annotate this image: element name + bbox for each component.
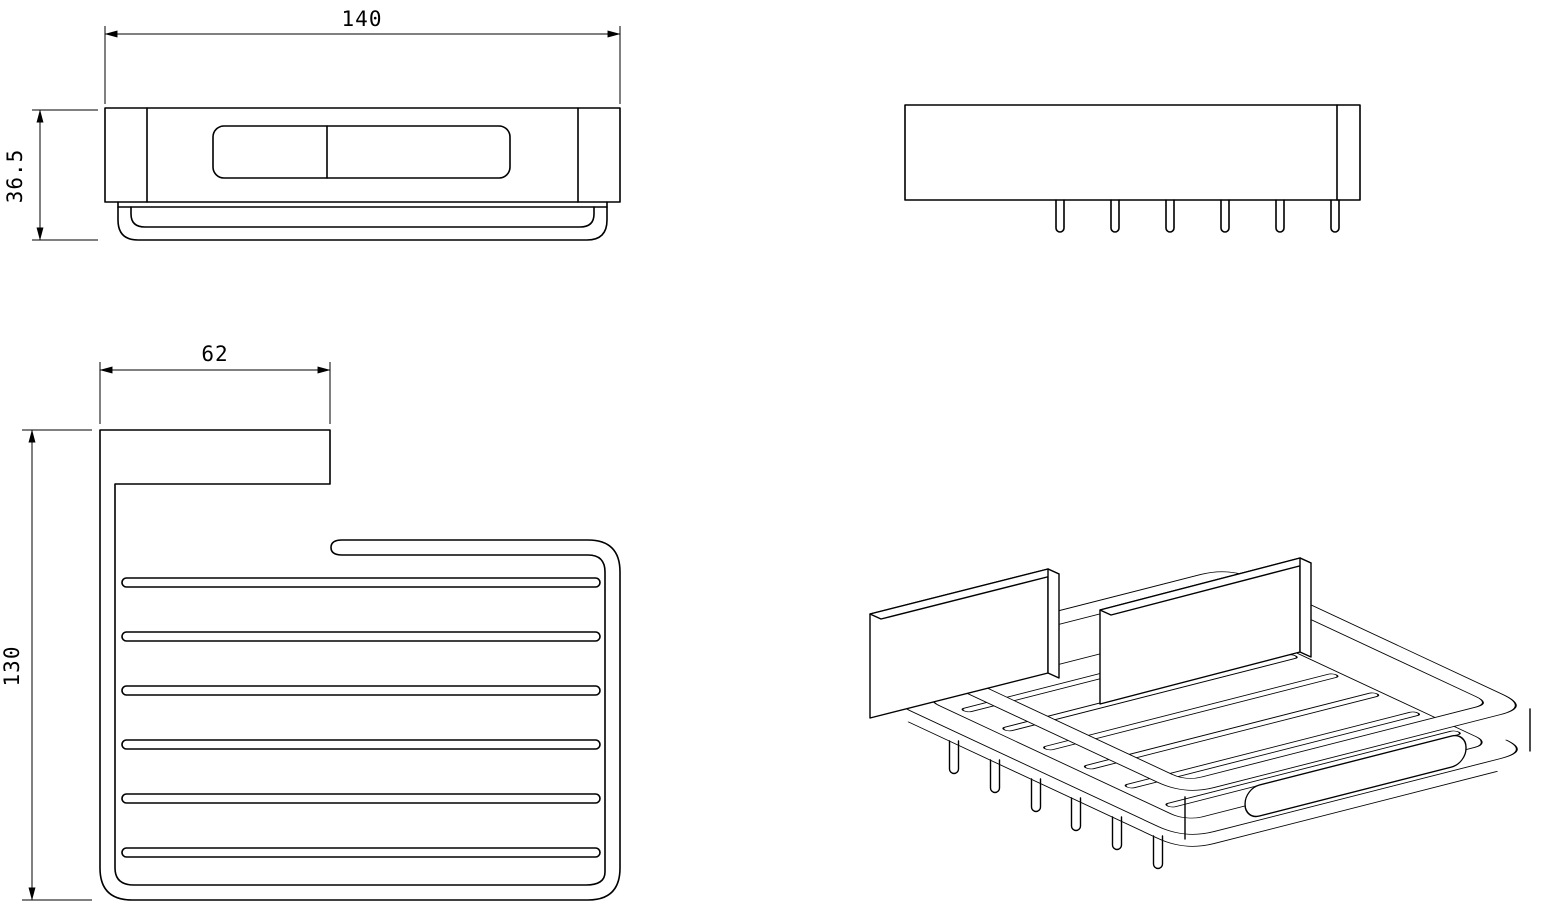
inner-wall-end-face xyxy=(1299,557,1312,658)
inner-wall-plate xyxy=(1099,557,1312,705)
mounting-prong xyxy=(1070,797,1082,832)
mounting-prong xyxy=(989,759,1001,794)
wire-rail xyxy=(121,631,601,642)
front-bottom-rail-outer xyxy=(117,201,608,241)
mounting-prong xyxy=(1165,199,1175,233)
mounting-prong xyxy=(1111,816,1123,851)
top-body xyxy=(904,104,1361,201)
wire-rail xyxy=(1083,692,1380,770)
mounting-prong xyxy=(1030,778,1042,813)
mounting-plate xyxy=(869,568,1060,719)
front-view xyxy=(104,107,621,241)
mounting-prong xyxy=(1275,199,1285,233)
front-body xyxy=(104,107,621,203)
bottom-wire-edge xyxy=(907,721,1498,847)
wire-rail xyxy=(121,739,601,750)
top-view xyxy=(904,104,1361,233)
wire-rail xyxy=(121,685,601,696)
mounting-prong xyxy=(1152,835,1164,870)
wire-rail xyxy=(121,577,601,588)
wire-rail xyxy=(121,793,601,804)
wire-rail xyxy=(1043,673,1339,751)
mounting-prong xyxy=(1110,199,1120,233)
wire-rail xyxy=(1124,711,1421,789)
dimension-side-height: 130 xyxy=(0,429,92,901)
mounting-prong xyxy=(1220,199,1230,233)
mounting-prong xyxy=(1055,199,1065,233)
mounting-prong xyxy=(948,740,960,775)
front-slot xyxy=(1244,734,1467,818)
dimension-side-plate-depth: 62 xyxy=(99,342,331,424)
dimension-label-front-height: 36.5 xyxy=(3,149,27,204)
dimension-front-width: 140 xyxy=(104,7,621,104)
side-profile xyxy=(99,429,621,901)
front-bottom-rail-inner xyxy=(130,206,595,228)
side-view xyxy=(99,429,621,901)
dimension-label-side-height: 130 xyxy=(0,646,24,687)
dimension-front-height: 36.5 xyxy=(3,109,98,241)
mounting-prong xyxy=(1330,199,1340,233)
dimension-label-side-plate-depth: 62 xyxy=(201,342,228,366)
wire-rail xyxy=(121,847,601,858)
isometric-view xyxy=(869,557,1531,870)
front-slot xyxy=(212,125,511,179)
mounting-plate-end-face xyxy=(1047,568,1060,679)
dimension-label-front-width: 140 xyxy=(342,7,383,31)
